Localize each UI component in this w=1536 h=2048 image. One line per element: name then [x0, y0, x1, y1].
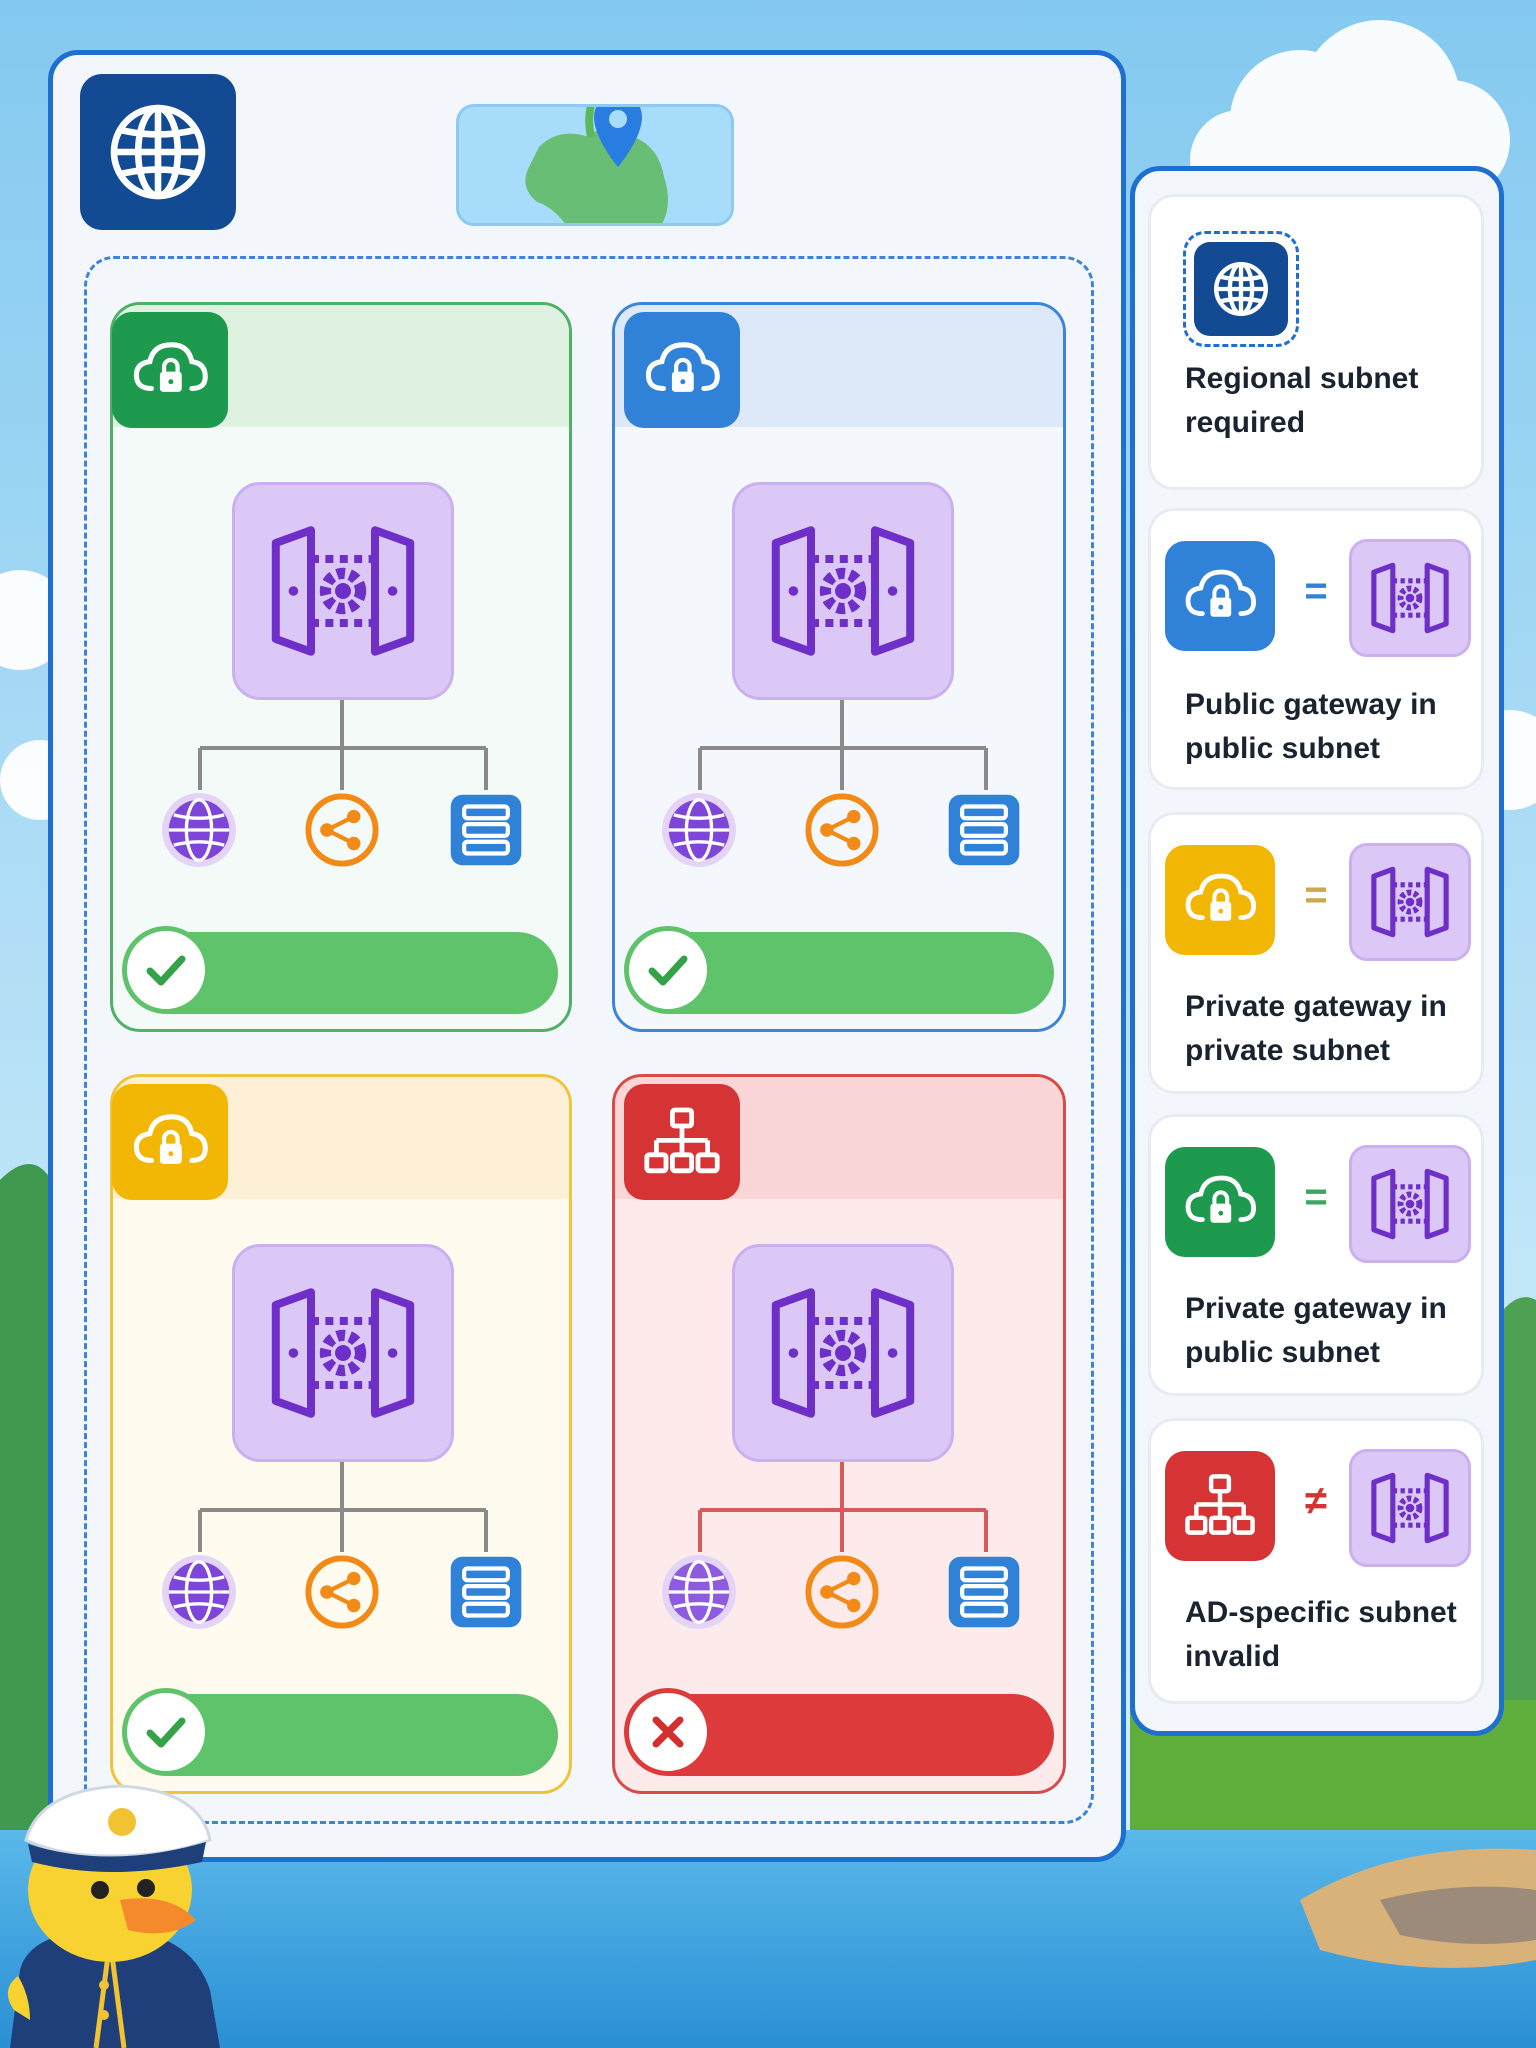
- gateway-doors-icon: [771, 526, 915, 656]
- legend-text: Private gateway in private subnet: [1185, 990, 1447, 1067]
- resource-globe: [657, 788, 741, 872]
- share-icon: [805, 793, 879, 867]
- region-map-chip: [456, 104, 734, 226]
- regional-subnet-badge: [1183, 231, 1299, 347]
- gateway-doors-icon: [1371, 562, 1449, 634]
- private-gateway-badge: [1165, 845, 1275, 955]
- globe-icon: [162, 793, 236, 867]
- cross-icon: [652, 1716, 684, 1748]
- legend-item-ad-specific-subnet: ≠ AD-specific subnet invalid: [1148, 1418, 1484, 1704]
- resource-share: [800, 788, 884, 872]
- gateway-tile: [1349, 843, 1471, 961]
- resource-server: [942, 1550, 1026, 1634]
- gateway-tile: [1349, 1449, 1471, 1567]
- resource-server: [444, 1550, 528, 1634]
- legend-text: Private gateway in public subnet: [1185, 1292, 1447, 1369]
- check-icon: [648, 955, 688, 986]
- status-invalid-marker: [624, 1688, 712, 1776]
- legend-item-private-gateway-public-subnet: = Private gateway in public subnet: [1148, 1114, 1484, 1396]
- legend-item-private-gateway-private-subnet: = Private gateway in private subnet: [1148, 812, 1484, 1094]
- legend-item-regional-subnet: Regional subnet required: [1148, 194, 1484, 490]
- cloud-lock-icon: [645, 342, 720, 392]
- globe-icon: [662, 1555, 736, 1629]
- not-equal-symbol: ≠: [1305, 1479, 1327, 1523]
- gateway-doors-icon: [1371, 1168, 1449, 1240]
- network-tree-icon: [644, 1107, 720, 1174]
- legend-text: AD-specific subnet invalid: [1185, 1596, 1457, 1673]
- ad-specific-badge: [1165, 1451, 1275, 1561]
- ad-specific-badge: [624, 1084, 740, 1200]
- region-globe-badge: [80, 74, 236, 230]
- connector-lines: [698, 1462, 988, 1552]
- gateway-tile: [732, 1244, 954, 1462]
- gateway-tile: [1349, 539, 1471, 657]
- gateway-tile: [232, 482, 454, 700]
- connector-lines: [698, 700, 988, 790]
- globe-icon: [1214, 262, 1268, 316]
- globe-icon: [162, 1555, 236, 1629]
- gateway-tile: [732, 482, 954, 700]
- duck-captain-mascot: [7, 1784, 220, 2048]
- check-icon: [146, 1717, 186, 1748]
- legend-text: Regional subnet required: [1185, 362, 1419, 439]
- cloud-lock-icon: [1185, 1175, 1257, 1223]
- server-icon: [450, 794, 522, 866]
- availability-domain-boundary: [84, 256, 1094, 1824]
- public-gateway-badge: [624, 312, 740, 428]
- status-valid-marker: [122, 926, 210, 1014]
- share-icon: [305, 793, 379, 867]
- globe-icon: [110, 104, 206, 200]
- cloud-lock-icon: [1185, 873, 1257, 921]
- cloud-lock-icon: [133, 342, 208, 392]
- globe-icon: [662, 793, 736, 867]
- private-gateway-badge: [112, 312, 228, 428]
- legend-text: Public gateway in public subnet: [1185, 688, 1437, 765]
- resource-globe: [157, 1550, 241, 1634]
- equals-symbol: =: [1304, 873, 1328, 917]
- resource-globe: [657, 1550, 741, 1634]
- map-pin-icon: [525, 107, 668, 223]
- connector-lines: [198, 700, 488, 790]
- private-gateway-badge: [112, 1084, 228, 1200]
- private-gateway-badge: [1165, 1147, 1275, 1257]
- gateway-doors-icon: [271, 526, 415, 656]
- gateway-tile: [1349, 1145, 1471, 1263]
- server-icon: [948, 794, 1020, 866]
- cloud-lock-icon: [133, 1114, 208, 1164]
- network-tree-icon: [1185, 1474, 1255, 1535]
- resource-server: [942, 788, 1026, 872]
- check-icon: [146, 955, 186, 986]
- public-gateway-badge: [1165, 541, 1275, 651]
- status-valid-marker: [624, 926, 712, 1014]
- status-valid-marker: [122, 1688, 210, 1776]
- resource-globe: [157, 788, 241, 872]
- share-icon: [805, 1555, 879, 1629]
- resource-share: [800, 1550, 884, 1634]
- server-icon: [450, 1556, 522, 1628]
- resource-server: [444, 788, 528, 872]
- gateway-tile: [232, 1244, 454, 1462]
- share-icon: [305, 1555, 379, 1629]
- cloud-lock-icon: [1185, 569, 1257, 617]
- gateway-doors-icon: [1371, 1472, 1449, 1544]
- resource-share: [300, 1550, 384, 1634]
- gateway-doors-icon: [1371, 866, 1449, 938]
- server-icon: [948, 1556, 1020, 1628]
- resource-share: [300, 788, 384, 872]
- equals-symbol: =: [1304, 1175, 1328, 1219]
- connector-lines: [198, 1462, 488, 1552]
- equals-symbol: =: [1304, 569, 1328, 613]
- legend-item-public-gateway-public-subnet: = Public gateway in public subnet: [1148, 508, 1484, 790]
- gateway-doors-icon: [271, 1288, 415, 1418]
- gateway-doors-icon: [771, 1288, 915, 1418]
